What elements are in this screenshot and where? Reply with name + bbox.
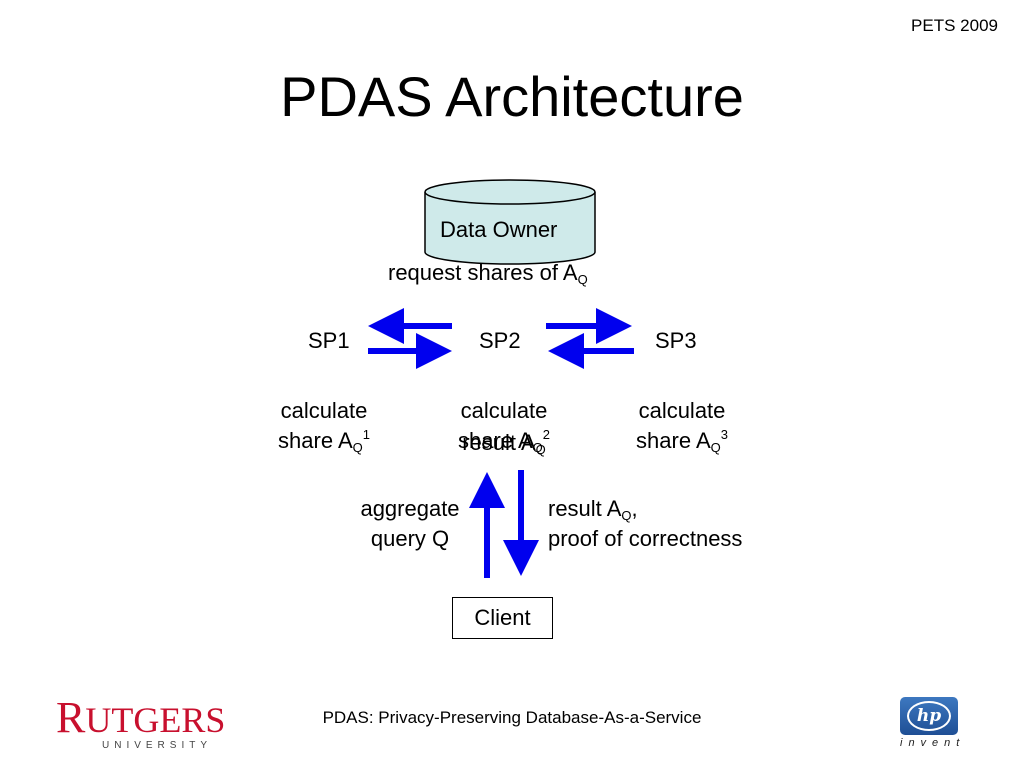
sp1-share-text: share A (278, 428, 353, 453)
request-shares-subscript: Q (577, 272, 588, 287)
aggregate-line-2: query Q (370, 526, 450, 551)
sp2-result-subscript: Q (535, 442, 546, 457)
sp1-share-line: share AQ1 (264, 426, 384, 456)
sp1-calc-word: calculate (280, 398, 368, 423)
sp2-result-text: result A (462, 430, 536, 455)
sp2-share-subscript: Q (532, 440, 543, 455)
hp-logo: hp invent (900, 697, 962, 749)
sp2-share-line: share AQ2 (444, 426, 564, 456)
rutgers-university-text: UNIVERSITY (102, 740, 213, 751)
hp-tagline: invent (900, 737, 966, 749)
sp3-calculation: calculate share AQ3 (622, 396, 742, 456)
sp2-calculation: calculate share AQ2 result AQ (444, 396, 564, 456)
sp1-share-subscript: Q (352, 440, 363, 455)
result-line-1-text: result A (548, 496, 622, 521)
sp3-share-subscript: Q (710, 440, 721, 455)
sp3-share-line: share AQ3 (622, 426, 742, 456)
hp-logo-badge: hp (900, 697, 958, 735)
result-line-1: result AQ, (548, 494, 742, 524)
sp1-label: SP1 (308, 328, 350, 353)
result-proof-label: result AQ, proof of correctness (548, 494, 742, 554)
data-owner-cylinder (424, 179, 596, 265)
result-line-1-comma: , (631, 496, 638, 521)
aggregate-query-label: aggregate query Q (340, 494, 480, 554)
hp-mark: hp (907, 701, 951, 731)
sp1-calculation: calculate share AQ1 (264, 396, 384, 456)
sp2-calc-word: calculate (460, 398, 548, 423)
rutgers-rest: UTGERS (85, 700, 226, 740)
client-box: Client (452, 597, 553, 639)
sp2-label: SP2 (479, 328, 521, 353)
slide-title: PDAS Architecture (280, 65, 744, 128)
sp2-share-superscript: 2 (542, 427, 550, 442)
sp1-share-superscript: 1 (362, 427, 370, 442)
request-shares-label: request shares of AQ (388, 258, 588, 288)
rutgers-logo: RUTGERS UNIVERSITY (56, 696, 226, 752)
sp3-calc-word: calculate (638, 398, 726, 423)
sp2-result-line: result AQ (444, 428, 564, 458)
aggregate-line-1: aggregate (360, 496, 460, 521)
rutgers-wordmark: RUTGERS (56, 696, 226, 740)
result-line-1-subscript: Q (621, 508, 632, 523)
sp2-share-text: share A (458, 428, 533, 453)
sp3-share-superscript: 3 (720, 427, 728, 442)
result-line-2: proof of correctness (548, 526, 743, 551)
conference-label: PETS 2009 (911, 16, 998, 35)
sp3-share-text: share A (636, 428, 711, 453)
sp3-label: SP3 (655, 328, 697, 353)
sp2-overlap-lines: share AQ2 result AQ (444, 426, 564, 456)
rutgers-initial: R (56, 693, 86, 742)
request-shares-text: request shares of A (388, 260, 578, 285)
data-owner-label: Data Owner (440, 217, 558, 242)
footer-caption: PDAS: Privacy-Preserving Database-As-a-S… (322, 708, 702, 727)
